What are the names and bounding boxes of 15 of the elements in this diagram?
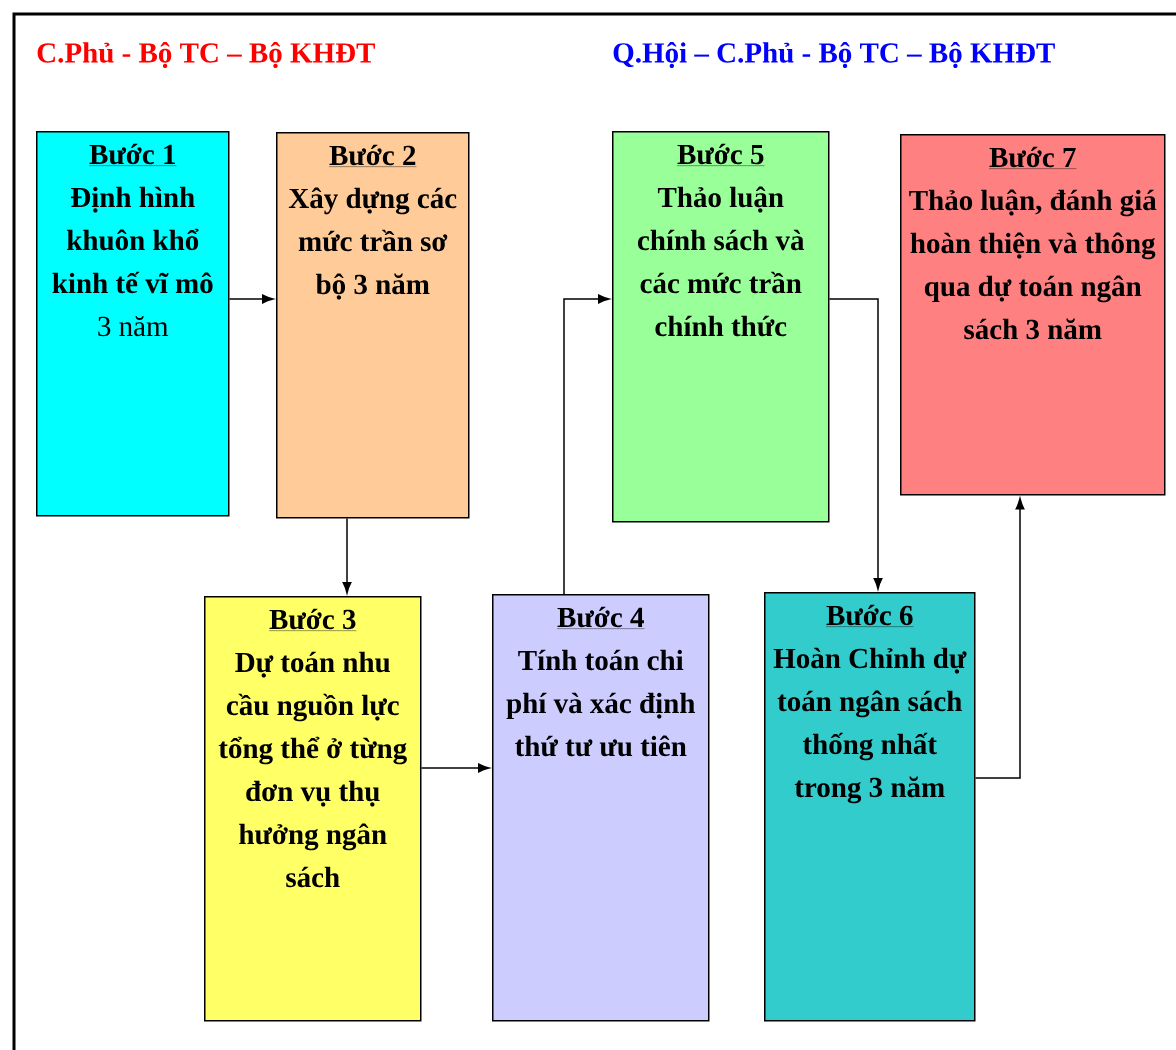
step-box: Bước 2 Xây dựng các mức trần sơ bộ 3 năm <box>276 132 470 519</box>
heading: C.Phủ - Bộ TC – Bộ KHĐT <box>37 41 375 69</box>
step-box: Bước 7 Thảo luận, đánh giá hoàn thiện và thông qua dự toán ngân sách 3 năm <box>900 134 1166 496</box>
step-box: Bước 4 Tính toán chi phí và xác định thứ tư ưu tiên <box>492 594 710 1022</box>
step-box: Bước 6 Hoàn Chỉnh dự toán ngân sách thống nhất trong 3 năm <box>764 592 976 1022</box>
arrow <box>228 294 274 304</box>
arrow <box>563 294 610 595</box>
step-box: Bước 5 Thảo luận chính sách và các mức trần chính thức <box>612 131 830 523</box>
arrow <box>974 498 1025 779</box>
heading: Q.Hội – C.Phủ - Bộ TC – Bộ KHĐT <box>613 41 1055 69</box>
arrow <box>828 298 883 590</box>
arrow <box>342 517 352 594</box>
arrow <box>420 763 490 773</box>
step-box: Bước 3 Dự toán nhu cầu nguồn lực tổng thể ở từng đơn vụ thụ hưởng ngân sách <box>204 596 422 1022</box>
step-box: Bước 1 Định hình khuôn khổ kinh tế vĩ mô 3 năm <box>36 131 230 517</box>
